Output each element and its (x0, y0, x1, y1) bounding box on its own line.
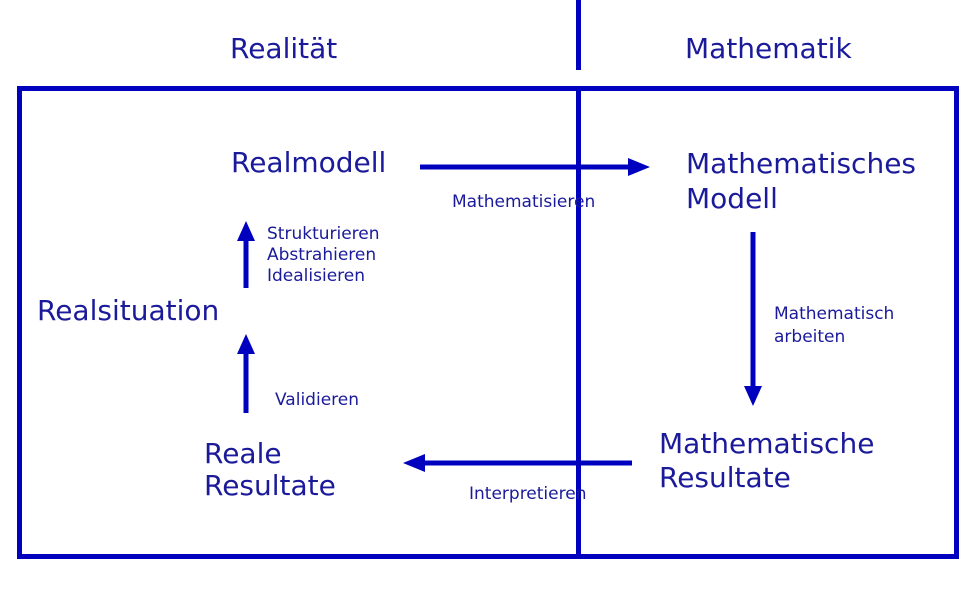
arrow-head-up-icon (237, 334, 255, 354)
arrow-validieren-up (237, 334, 255, 413)
divider-line-top (576, 0, 581, 70)
arrow-interpretieren-left (403, 454, 632, 472)
node-mathematisches-modell: Mathematisches Modell (686, 146, 916, 216)
edge-label-line: Strukturieren (267, 224, 380, 244)
arrow-mathematisch-arbeiten-down (744, 232, 762, 406)
region-label-reality: Realität (230, 32, 338, 65)
edge-label-mathematisch-arbeiten: Mathematisch arbeiten (774, 303, 894, 349)
arrow-mathematisieren-right (420, 158, 650, 176)
arrow-head-down-icon (744, 386, 762, 406)
edge-label-interpretieren: Interpretieren (469, 484, 587, 504)
node-realsituation: Realsituation (37, 294, 220, 327)
edge-label-validieren: Validieren (275, 390, 359, 410)
node-line: Resultate (659, 461, 791, 494)
node-line: Modell (686, 182, 778, 215)
divider-line-main (576, 88, 581, 557)
edge-label-line: Idealisieren (267, 266, 366, 286)
edge-label-line: arbeiten (774, 327, 846, 347)
edge-label-strukturieren-abstrahieren-idealisieren: Strukturieren Abstrahieren Idealisieren (267, 224, 380, 287)
diagram-border (17, 86, 959, 559)
node-line: Resultate (204, 469, 336, 502)
node-line: Reale (204, 437, 282, 470)
node-reale-resultate: Reale Resultate (204, 438, 336, 502)
edge-label-line: Abstrahieren (267, 245, 377, 265)
node-realmodell: Realmodell (231, 146, 387, 179)
arrow-strukturieren-up (237, 221, 255, 288)
arrow-head-left-icon (403, 454, 425, 472)
node-line: Mathematische (659, 427, 875, 460)
edge-label-mathematisieren: Mathematisieren (452, 192, 596, 212)
arrow-head-right-icon (628, 158, 650, 176)
edge-label-line: Mathematisch (774, 304, 895, 324)
node-mathematische-resultate: Mathematische Resultate (659, 427, 874, 495)
node-line: Mathematisches (686, 147, 917, 180)
arrow-head-up-icon (237, 221, 255, 241)
region-label-mathematics: Mathematik (685, 32, 852, 65)
